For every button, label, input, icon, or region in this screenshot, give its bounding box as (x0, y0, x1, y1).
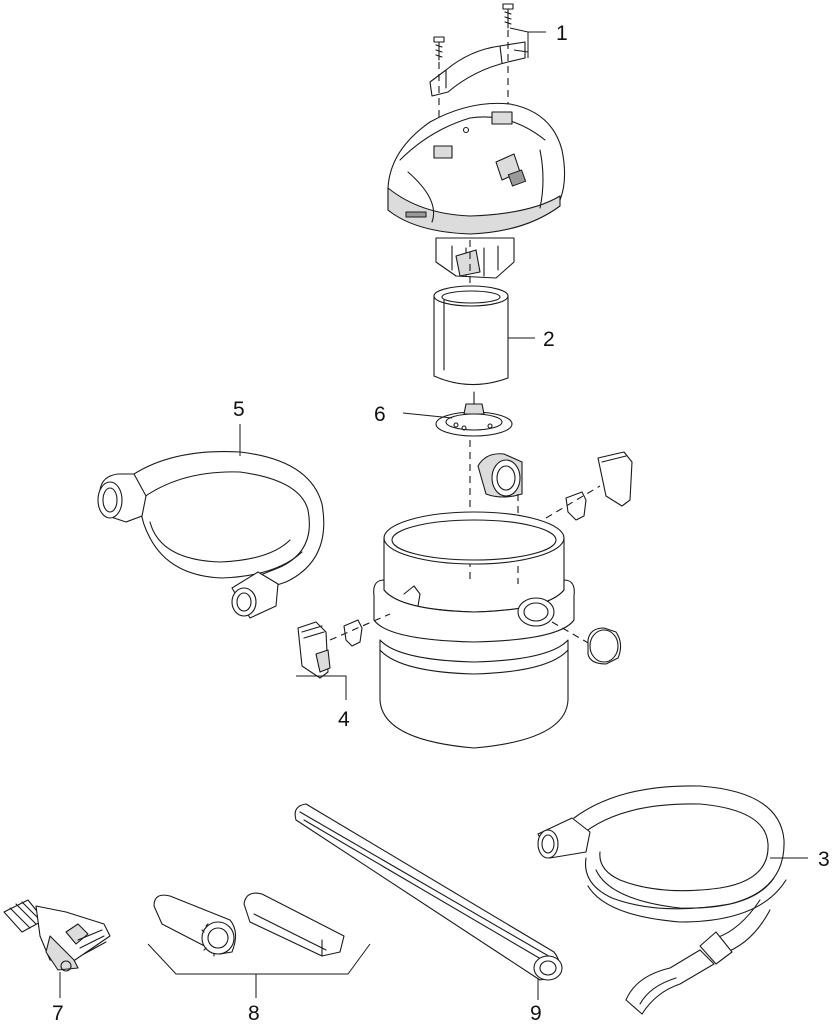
callout-5: 5 (233, 398, 245, 421)
part-3-hose (537, 785, 808, 1015)
part-8-nozzle-set (147, 892, 371, 998)
callout-9: 9 (530, 1002, 542, 1024)
callout-1: 1 (556, 22, 568, 45)
part-7-floor-nozzle (3, 899, 111, 998)
inlet-plug (587, 627, 622, 665)
screw-icon (502, 3, 514, 29)
callout-8: 8 (248, 1002, 260, 1024)
callout-2: 2 (543, 328, 555, 351)
carry-handle (429, 41, 526, 97)
callout-4: 4 (338, 708, 350, 731)
screw-icon (433, 36, 445, 61)
callout-7: 7 (52, 1002, 64, 1024)
part-5-suction-hose (97, 424, 325, 619)
part-9-extension-tube (294, 803, 563, 1000)
part-6-float-valve (402, 391, 513, 580)
motor-head (387, 102, 566, 300)
collection-tank (373, 511, 591, 749)
latch-clip-upper (545, 451, 633, 521)
part-2-filter-cartridge (433, 285, 535, 386)
part-4-latch-clip (296, 613, 391, 700)
leader-1 (509, 27, 546, 58)
callout-6: 6 (374, 403, 386, 426)
inlet-connector (477, 453, 523, 584)
callout-3: 3 (818, 848, 830, 871)
